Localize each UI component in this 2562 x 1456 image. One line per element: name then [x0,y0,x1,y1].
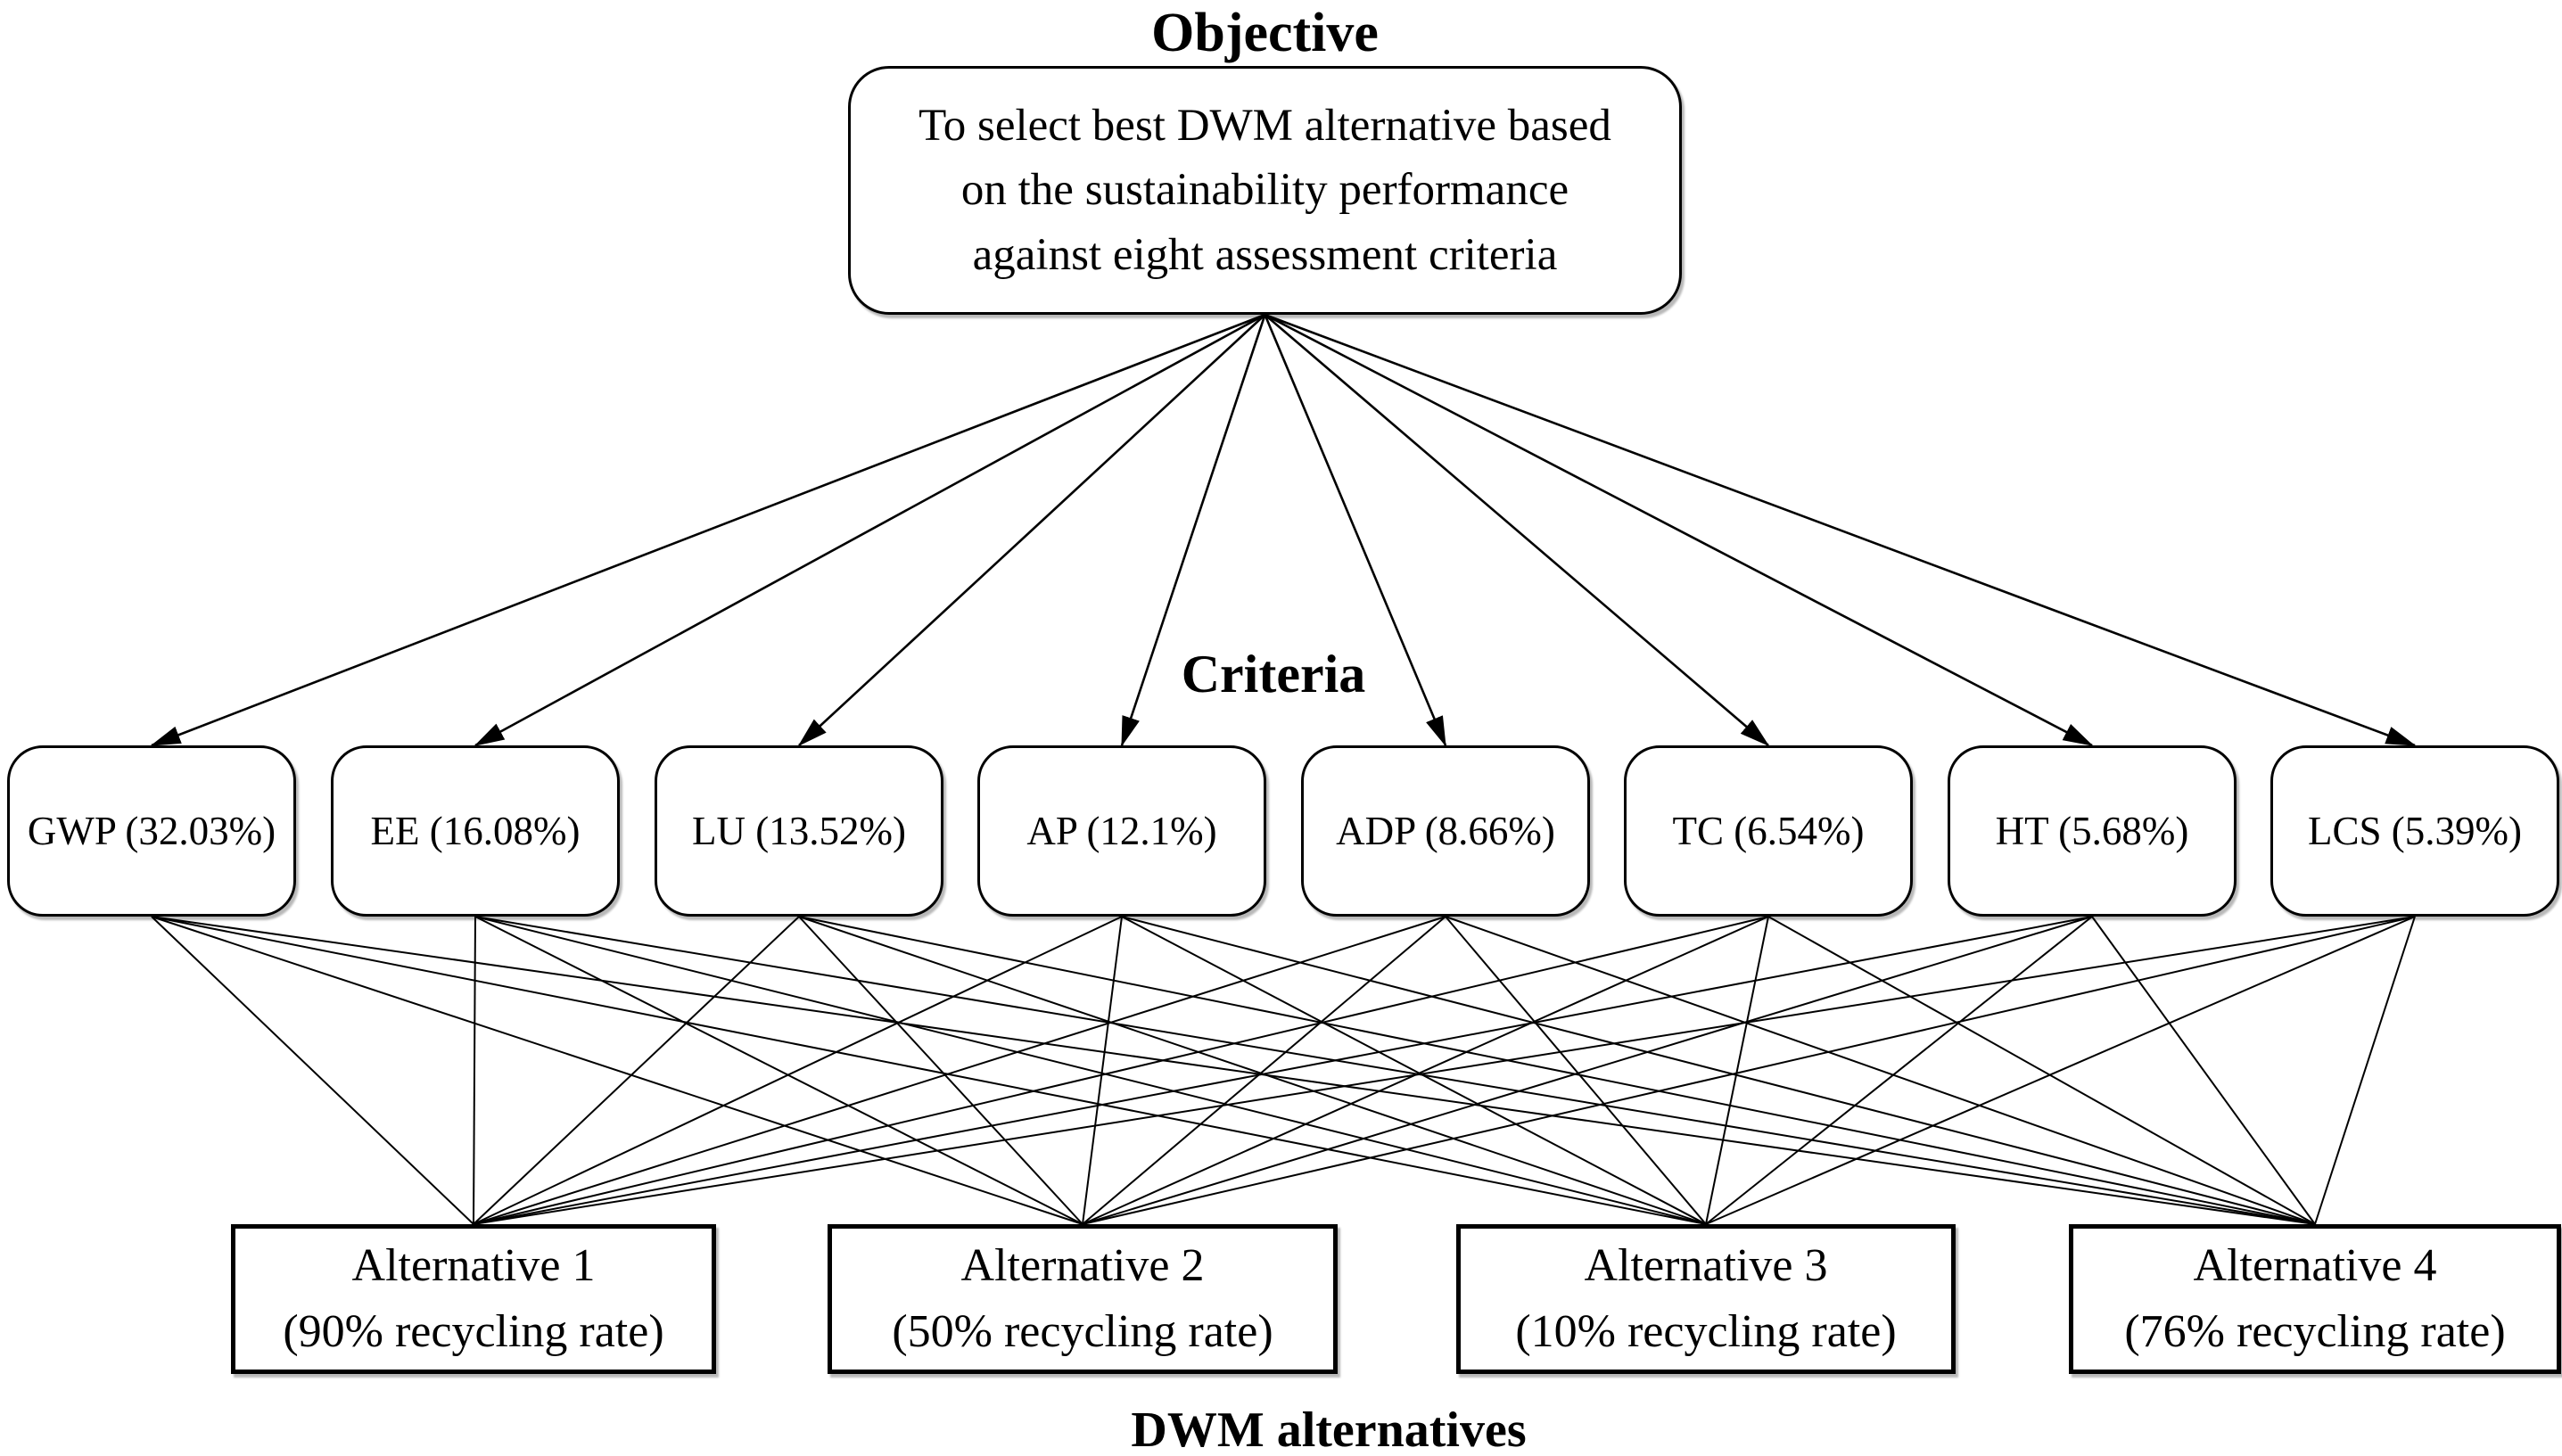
criteria-label: ADP (8.66%) [1336,809,1555,853]
criteria-label: AP (12.1%) [1026,809,1217,853]
alternative-detail: (10% recycling rate) [1515,1306,1897,1357]
dwm-alternatives-heading: DWM alternatives [1131,1403,1527,1456]
alternative-name: Alternative 3 [1584,1240,1828,1292]
criteria-box-ap: AP (12.1%) [977,745,1266,917]
alternative-name: Alternative 4 [2193,1240,2437,1292]
criteria-label: GWP (32.03%) [27,809,276,853]
alternative-name: Alternative 1 [351,1240,596,1292]
alternative-detail: (50% recycling rate) [892,1306,1273,1357]
criteria-heading: Criteria [1181,645,1366,703]
alternative-box-1: Alternative 1 (90% recycling rate) [231,1224,716,1374]
criteria-box-gwp: GWP (32.03%) [7,745,296,917]
criteria-label: LCS (5.39%) [2308,809,2522,853]
criteria-label: LU (13.52%) [692,809,906,853]
alternative-box-4: Alternative 4 (76% recycling rate) [2069,1224,2561,1374]
objective-text-line: against eight assessment criteria [972,229,1558,280]
criteria-box-ee: EE (16.08%) [331,745,620,917]
criteria-label: EE (16.08%) [370,809,581,853]
alternative-box-2: Alternative 2 (50% recycling rate) [828,1224,1338,1374]
criteria-box-adp: ADP (8.66%) [1301,745,1590,917]
criteria-label: HT (5.68%) [1995,809,2189,853]
criteria-box-ht: HT (5.68%) [1948,745,2237,917]
objective-box: To select best DWM alternative based on … [848,66,1682,315]
alternative-detail: (90% recycling rate) [283,1306,664,1357]
criteria-box-tc: TC (6.54%) [1624,745,1913,917]
criteria-box-lu: LU (13.52%) [655,745,943,917]
criteria-label: TC (6.54%) [1672,809,1865,853]
objective-text-line: To select best DWM alternative based [919,100,1611,151]
alternative-detail: (76% recycling rate) [2124,1306,2506,1357]
alternative-name: Alternative 2 [960,1240,1205,1292]
alternative-box-3: Alternative 3 (10% recycling rate) [1456,1224,1956,1374]
objective-heading: Objective [1151,3,1379,63]
criteria-box-lcs: LCS (5.39%) [2270,745,2559,917]
objective-text-line: on the sustainability performance [960,165,1569,216]
